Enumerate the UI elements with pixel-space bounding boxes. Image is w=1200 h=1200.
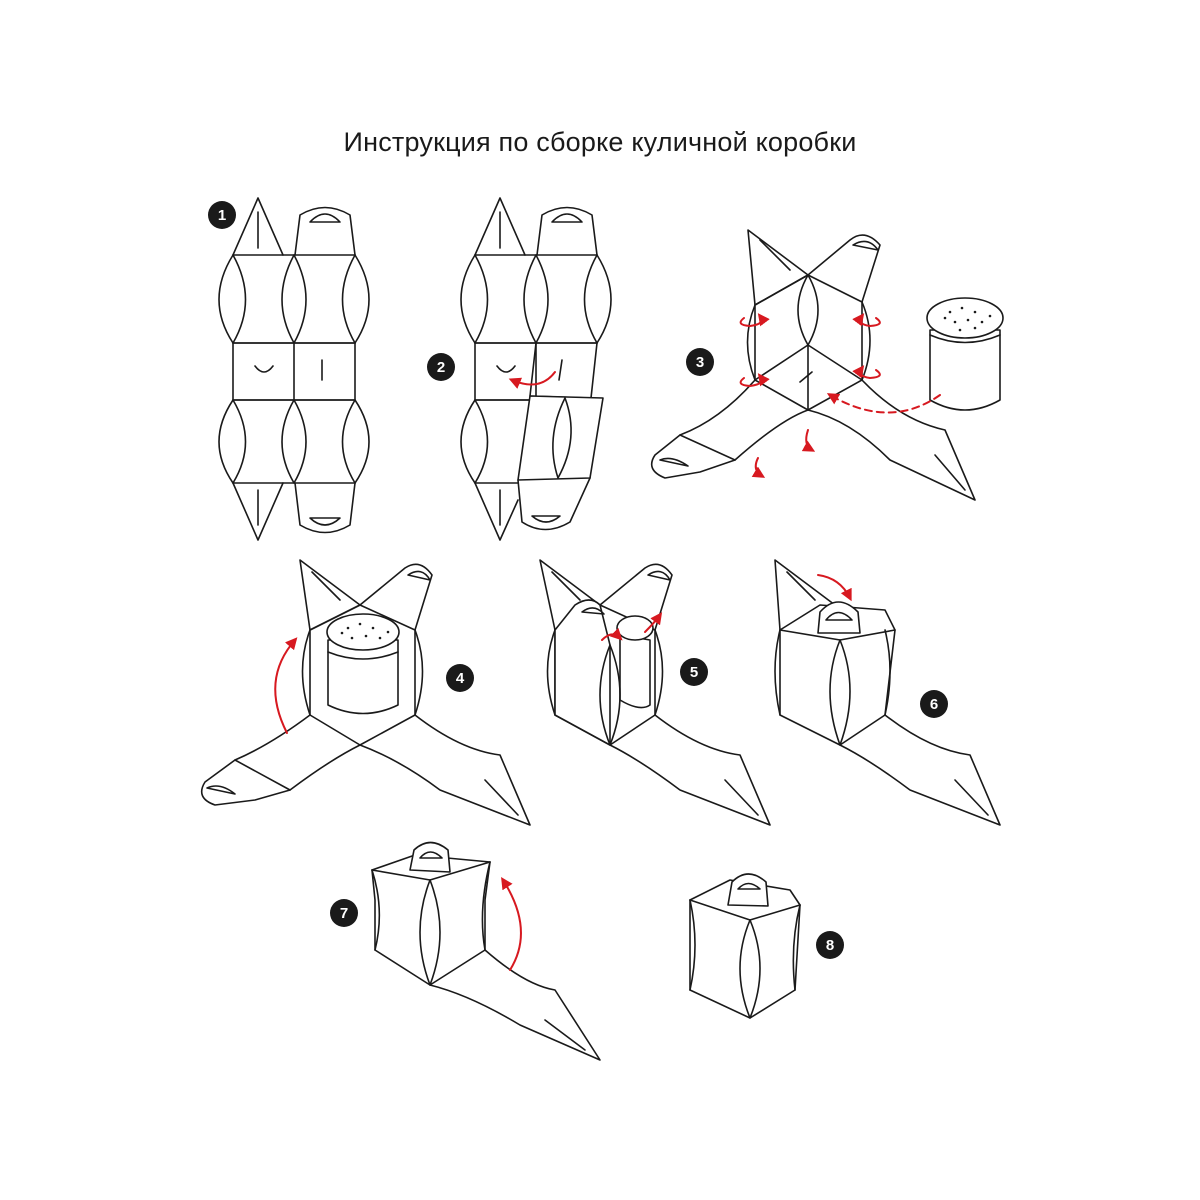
step-2-badge: 2 (437, 359, 445, 376)
step-3-insert: 3 (650, 229, 1004, 501)
step-1-badge: 1 (218, 207, 226, 224)
page-title: Инструкция по сборке куличной коробки (343, 127, 857, 157)
step-5-badge: 5 (690, 664, 698, 681)
step-4-raise-sides: 4 (200, 559, 531, 826)
step-4-badge: 4 (456, 670, 465, 687)
step-7-wrap: 7 (330, 841, 601, 1061)
step-3-badge: 3 (696, 354, 704, 371)
step-5-close-sides: 5 (539, 559, 771, 826)
step-7-badge: 7 (340, 905, 348, 922)
step-6-badge: 6 (930, 696, 938, 713)
step-2-fold: 2 (427, 197, 612, 541)
step-1-flat-net: 1 (208, 197, 370, 541)
step-6-handle: 6 (774, 559, 1001, 826)
step-8-badge: 8 (826, 937, 834, 954)
step-8-finished-box: 8 (689, 873, 844, 1019)
